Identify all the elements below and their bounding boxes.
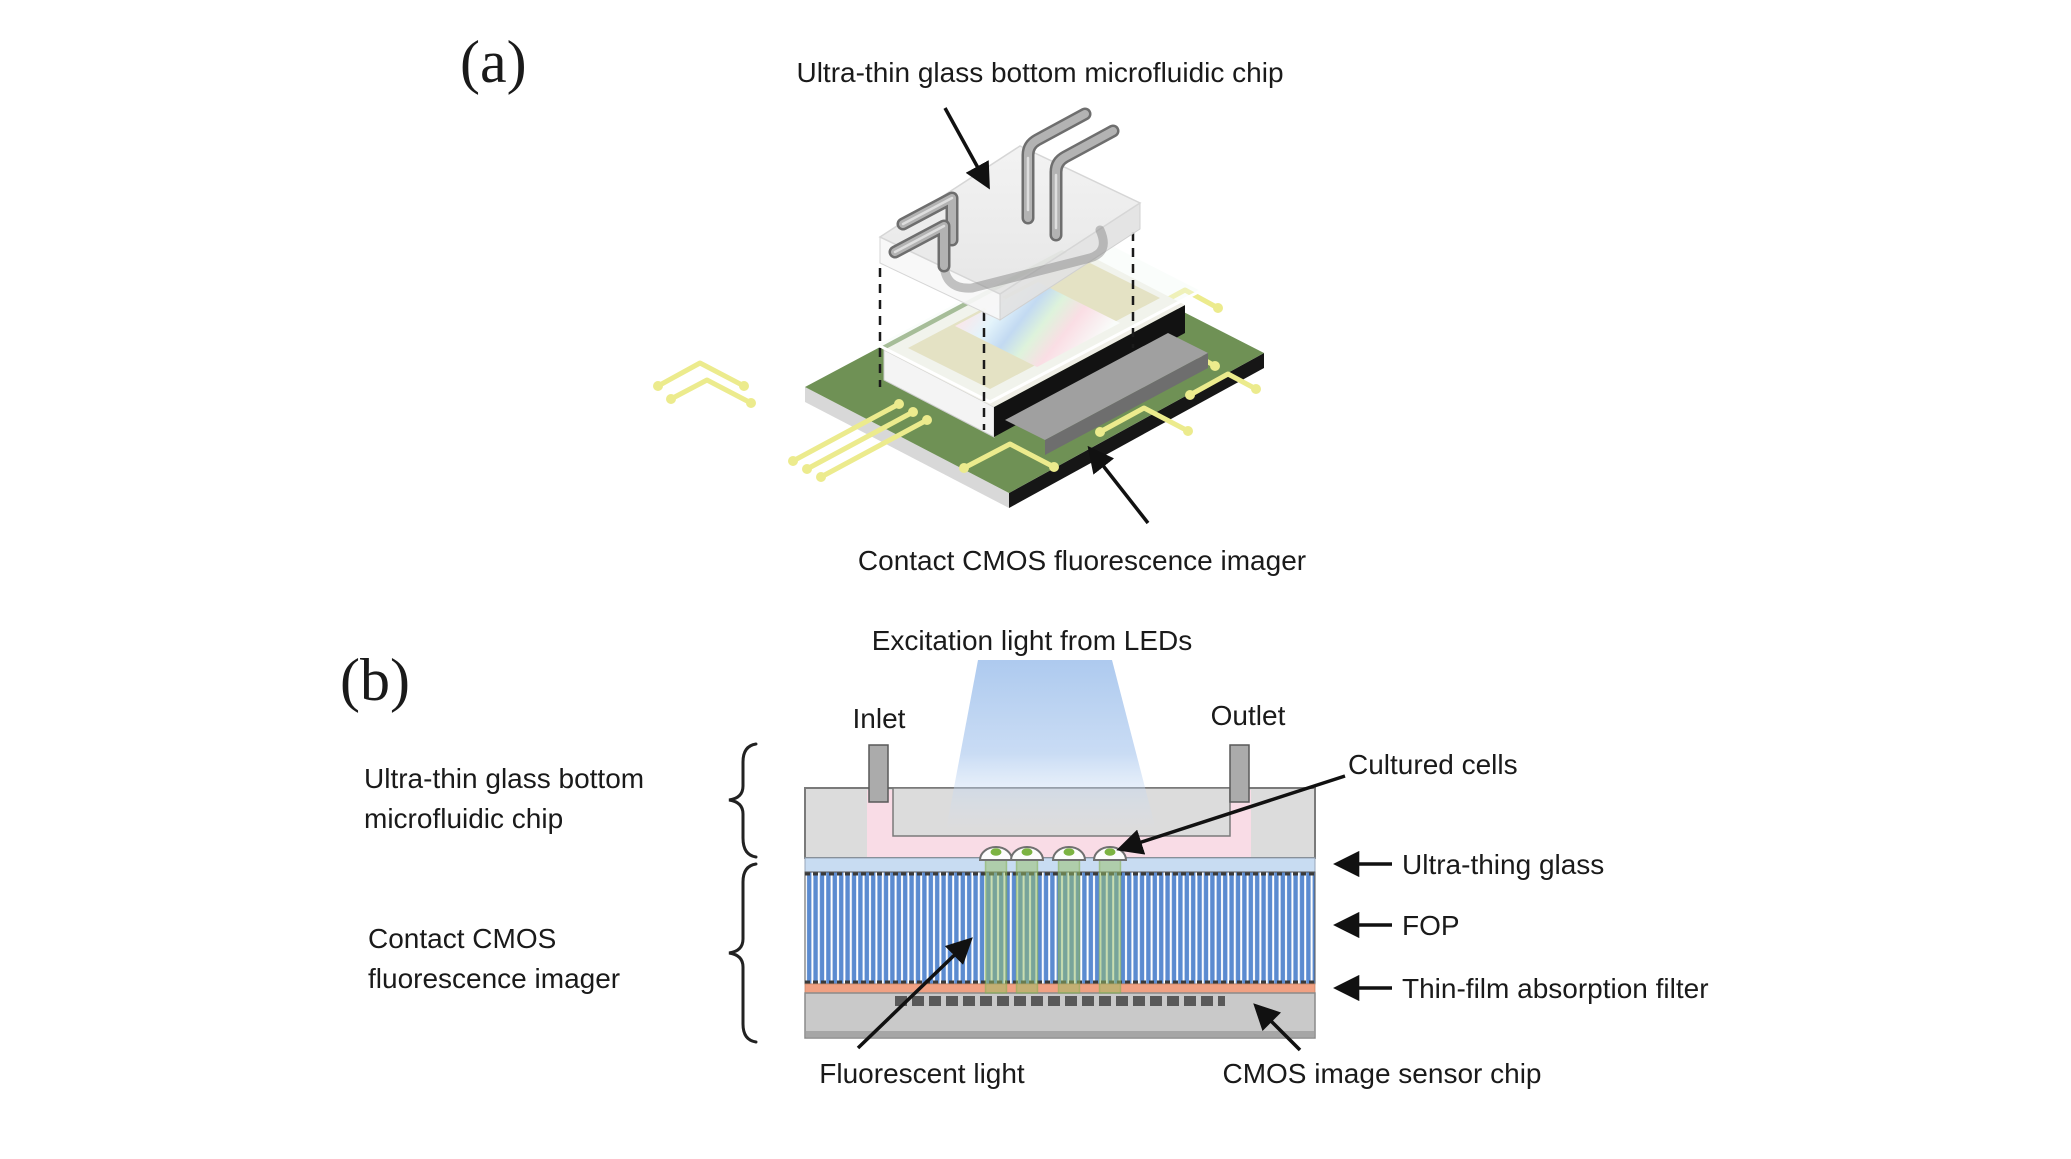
inlet-tube bbox=[868, 744, 889, 803]
arrow-to-glass-chip bbox=[943, 107, 990, 190]
ultra-thin-glass-label: Ultra-thing glass bbox=[1402, 849, 1604, 880]
fop-label: FOP bbox=[1402, 910, 1460, 941]
panel-b-tag: (b) bbox=[340, 647, 410, 713]
fluorescence-columns bbox=[984, 859, 1122, 994]
panel-a-top-label: Ultra-thin glass bottom microfluidic chi… bbox=[796, 57, 1283, 88]
imager-label-line1: Contact CMOS bbox=[368, 923, 556, 954]
chip-label-line2: microfluidic chip bbox=[364, 803, 563, 834]
excitation-label: Excitation light from LEDs bbox=[872, 625, 1193, 656]
imager-label-line2: fluorescence imager bbox=[368, 963, 620, 994]
sensor-die-iridescent bbox=[955, 282, 1120, 367]
cultured-cells bbox=[978, 846, 1128, 861]
panel-a-tag: (a) bbox=[460, 29, 527, 95]
outlet-label: Outlet bbox=[1211, 700, 1286, 731]
fluorescent-light-label: Fluorescent light bbox=[819, 1058, 1025, 1089]
bond-pad-strip-bottom bbox=[908, 308, 1066, 389]
arrow-cmos-chip bbox=[1253, 1003, 1302, 1052]
panel-a: (a) Ultra-thin glass bottom microfluidic… bbox=[460, 29, 1306, 576]
panel-a-bottom-label: Contact CMOS fluorescence imager bbox=[858, 545, 1306, 576]
excitation-beam bbox=[946, 660, 1156, 830]
brace-imager bbox=[728, 862, 758, 1044]
fop-bar-3d bbox=[1005, 333, 1208, 440]
cmos-chip-label: CMOS image sensor chip bbox=[1222, 1058, 1541, 1089]
chip-label-line1: Ultra-thin glass bottom bbox=[364, 763, 644, 794]
brace-chip bbox=[728, 742, 758, 859]
cmos-imager-package bbox=[872, 230, 1208, 455]
tubing bbox=[888, 107, 1120, 273]
pcb-substrate-edge bbox=[805, 387, 1009, 508]
thin-film-filter-label: Thin-film absorption filter bbox=[1402, 973, 1709, 1004]
arrow-fluorescent-light bbox=[856, 937, 973, 1050]
pcb-board bbox=[653, 230, 1264, 508]
inlet-label: Inlet bbox=[853, 703, 906, 734]
embedded-channel bbox=[939, 225, 1108, 293]
cultured-cells-label: Cultured cells bbox=[1348, 749, 1518, 780]
outlet-tube bbox=[1229, 744, 1250, 803]
cmos-chip-bottom-edge bbox=[806, 1031, 1314, 1037]
arrow-to-imager bbox=[1087, 445, 1150, 525]
arrow-cultured-cells bbox=[1116, 774, 1346, 855]
glass-chip-3d bbox=[878, 107, 1142, 321]
panel-b: (b) Excitation light from LEDs Inlet Out… bbox=[340, 625, 1709, 1089]
